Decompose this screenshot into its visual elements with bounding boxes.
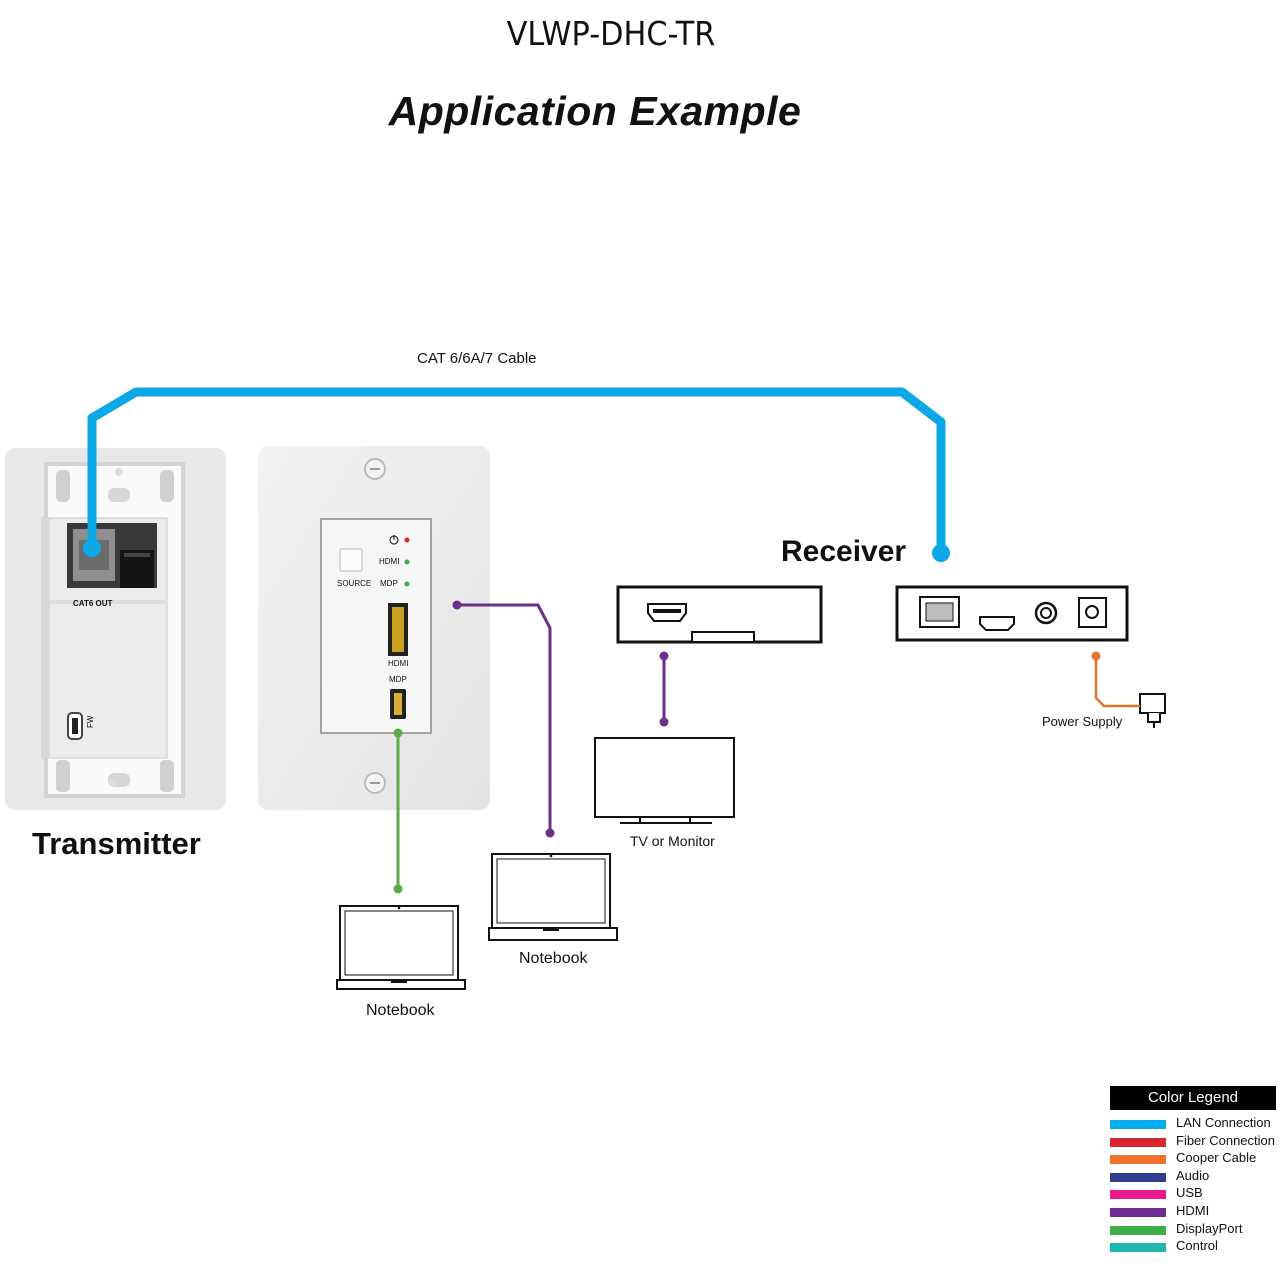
legend-item: DisplayPort [1110,1220,1276,1238]
hdmi-cable-notebook [457,603,552,833]
tv-label: TV or Monitor [630,833,715,849]
legend-swatch [1110,1190,1166,1200]
legend-item: Cooper Cable [1110,1149,1276,1167]
notebook-label-1: Notebook [366,1002,435,1019]
notebook-icon-1 [336,905,466,990]
model-title: VLWP-DHC-TR [506,14,716,53]
legend-swatch [1110,1155,1166,1165]
transmitter-back-plate [5,448,226,810]
receiver-title: Receiver [781,535,907,568]
legend-label: Fiber Connection [1176,1132,1275,1148]
fw-label: FW [86,715,95,728]
legend-item: Audio [1110,1167,1276,1185]
legend-label: Control [1176,1238,1218,1254]
legend-title: Color Legend [1110,1086,1276,1110]
legend-label: LAN Connection [1176,1115,1271,1130]
power-plug-icon [1139,693,1166,728]
power-supply-label: Power Supply [1042,714,1123,729]
hdmi-led-label: HDMI [379,557,400,566]
legend-item: Control [1110,1237,1276,1255]
transmitter-title: Transmitter [32,826,201,861]
notebook-icon-2 [488,853,618,941]
legend-item: Fiber Connection [1110,1132,1276,1150]
source-label: SOURCE [337,579,372,588]
legend-swatch [1110,1137,1166,1147]
legend-swatch [1110,1120,1166,1129]
cable-label: CAT 6/6A/7 Cable [417,350,537,367]
legend-label: Cooper Cable [1176,1150,1257,1166]
color-legend: Color Legend LAN Connection Fiber Connec… [1110,1086,1276,1255]
legend-label: HDMI [1176,1202,1210,1218]
legend-swatch [1110,1172,1166,1182]
legend-label: USB [1176,1185,1203,1201]
notebook-label-2: Notebook [519,950,588,967]
cat6-out-label: CAT6 OUT [73,599,113,608]
hdmi-port-label: HDMI [388,659,409,668]
mdp-port-label: MDP [389,675,407,684]
legend-swatch [1110,1243,1166,1253]
legend-label: DisplayPort [1176,1220,1243,1236]
tv-monitor-icon [594,737,735,824]
power-cable [1094,656,1140,708]
receiver-main-box [895,585,1129,642]
page-heading: Application Example [388,88,802,134]
mdp-led-label: MDP [380,579,398,588]
legend-swatch [1110,1225,1166,1235]
legend-item: USB [1110,1184,1276,1202]
transmitter-front-plate [258,446,490,810]
legend-item: HDMI [1110,1202,1276,1220]
receiver-input-box [616,585,823,644]
legend-item: LAN Connection [1110,1114,1276,1132]
legend-swatch [1110,1207,1166,1217]
lan-cable [87,387,946,553]
legend-label: Audio [1176,1167,1210,1183]
